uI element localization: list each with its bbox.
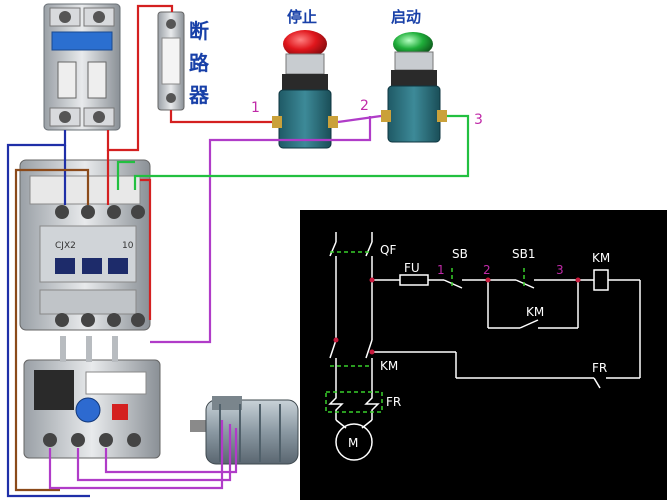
wire-purple-to-contactor xyxy=(150,116,372,344)
node-label-3: 3 xyxy=(556,263,564,277)
wire-number-1: 1 xyxy=(251,100,260,116)
photo-wires xyxy=(6,4,470,498)
node-label-1: 1 xyxy=(437,263,445,277)
wire-red-breaker-fuse xyxy=(106,4,174,152)
contactor: CJX2 10 xyxy=(19,159,151,331)
label-sb1: SB1 xyxy=(512,247,535,261)
wire-number-2: 2 xyxy=(360,98,369,114)
start-button-label: 启动 xyxy=(391,8,421,26)
wire-red-fuse-stop xyxy=(169,110,272,124)
contactor-model: CJX2 xyxy=(55,241,76,251)
schematic-panel: QF FU SB SB1 KM KM KM FR FR M 1 2 3 xyxy=(300,210,667,500)
wire-green-start-return xyxy=(133,114,470,190)
breaker-char-3: 器 xyxy=(188,83,210,107)
wire-purple-stop-start xyxy=(337,114,382,124)
motor-photo xyxy=(190,396,299,465)
label-fr-contact: FR xyxy=(592,361,607,375)
fuse-holder xyxy=(157,11,185,111)
start-pushbutton: 启动 xyxy=(381,8,447,143)
stop-button-label: 停止 xyxy=(287,8,317,26)
label-sb: SB xyxy=(452,247,468,261)
breaker-char-2: 路 xyxy=(189,51,210,75)
wire-number-3: 3 xyxy=(474,112,483,128)
label-km-coil: KM xyxy=(592,251,610,265)
label-qf: QF xyxy=(380,243,396,257)
stop-pushbutton: 停止 xyxy=(272,8,338,149)
label-motor: M xyxy=(348,436,358,450)
node-label-2: 2 xyxy=(483,263,491,277)
wire-purple-to-motor-3 xyxy=(104,428,238,474)
label-km-main: KM xyxy=(380,359,398,373)
circuit-breaker xyxy=(43,3,121,131)
thermal-overload-relay xyxy=(23,336,161,459)
breaker-char-1: 断 xyxy=(189,19,209,43)
breaker-label: 断 路 器 xyxy=(188,19,210,107)
label-km-aux: KM xyxy=(526,305,544,319)
contactor-rating: 10 xyxy=(122,241,134,251)
wire-purple-to-motor-1 xyxy=(48,420,224,490)
label-fu: FU xyxy=(404,261,420,275)
label-fr-thermal: FR xyxy=(386,395,401,409)
wire-red-return xyxy=(140,178,152,320)
wire-purple-to-motor-2 xyxy=(76,424,232,482)
wire-blue-supply xyxy=(6,130,90,498)
wire-brown-loop xyxy=(14,168,90,492)
wire-green-loop xyxy=(116,160,135,190)
